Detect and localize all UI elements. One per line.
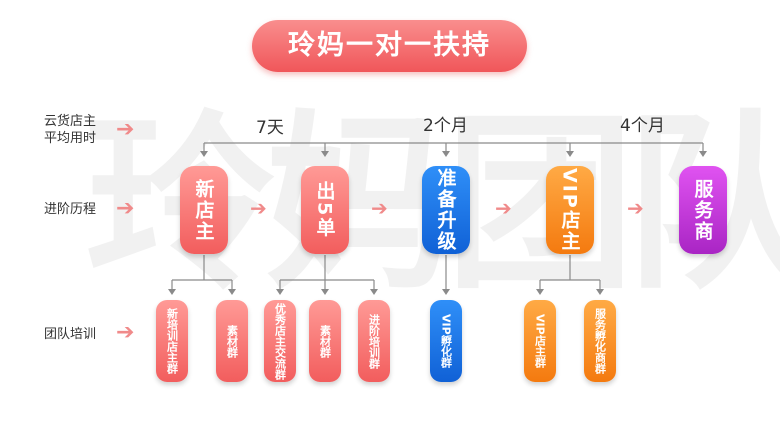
flow-arrow-icon: ➔ [495,196,512,220]
training-group: 优秀店主交流群 [264,300,296,382]
flow-arrow-icon: ➔ [627,196,644,220]
stage-box: 新店主 [180,166,228,254]
stage-box: VIP店主 [546,166,594,254]
training-group: 服务孵化商群 [584,300,616,382]
row-arrow-icon: ➔ [116,196,135,221]
duration-label: 4个月 [620,116,665,136]
training-group: 进阶培训群 [358,300,390,382]
row-arrow-icon: ➔ [116,320,135,345]
flow-arrow-icon: ➔ [250,196,267,220]
training-group: 新培训店主群 [156,300,188,382]
row-label-stages: 进阶历程 [44,202,97,217]
training-group: 素材群 [309,300,341,382]
training-group: 素材群 [216,300,248,382]
row-label-time: 云货店主 平均用时 [44,114,97,146]
duration-label: 2个月 [423,116,468,136]
stage-box: 服务商 [679,166,727,254]
page-title: 玲妈一对一扶持 [252,20,527,72]
training-group: VIP店主群 [524,300,556,382]
stage-box: 准备升级 [422,166,470,254]
stage-box: 出5单 [301,166,349,254]
training-group: VIP孵化群 [430,300,462,382]
row-label-training: 团队培训 [44,327,97,342]
flow-arrow-icon: ➔ [371,196,388,220]
row-arrow-icon: ➔ [116,117,135,142]
duration-label: 7天 [256,118,284,138]
